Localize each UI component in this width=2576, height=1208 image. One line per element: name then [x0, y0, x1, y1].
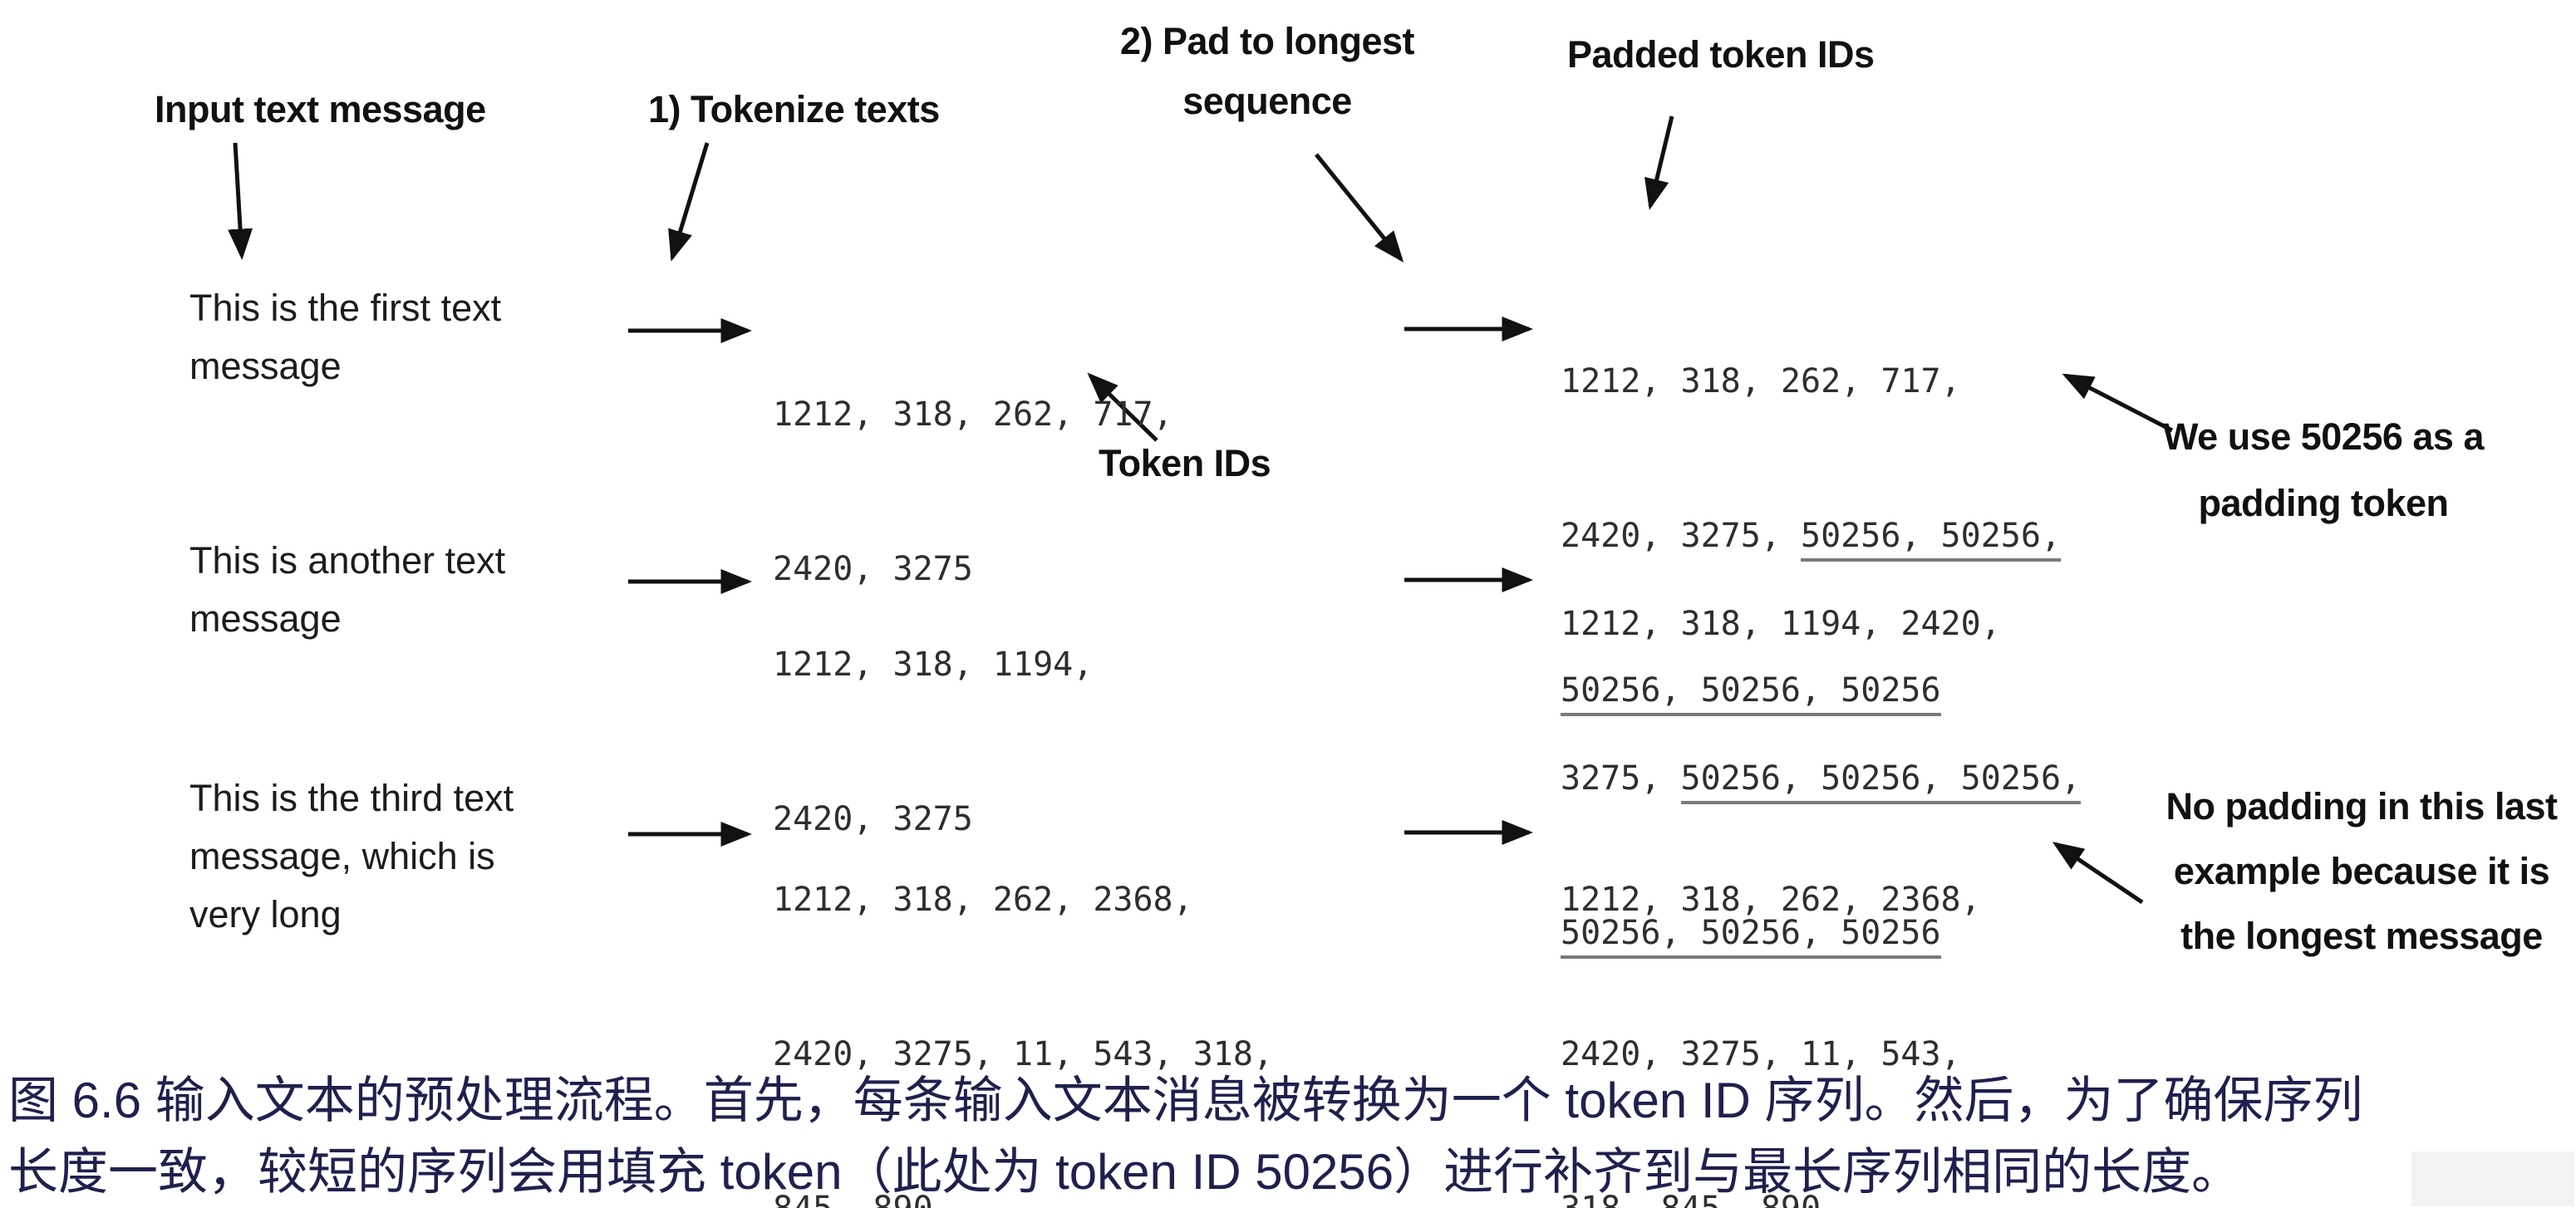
token-ids-2-line1: 1212, 318, 1194,: [773, 646, 1094, 684]
token-ids-1-line2: 2420, 3275: [773, 550, 973, 588]
token-ids-3-line1: 1212, 318, 262, 2368,: [773, 881, 1193, 919]
padding-token-annotation-line1: We use 50256 as a: [2163, 415, 2484, 458]
padded-3-line2: 2420, 3275, 11, 543,: [1561, 1035, 1961, 1073]
input-message-1-line2: message: [189, 345, 342, 387]
padded-token-ids-3: 1212, 318, 262, 2368, 2420, 3275, 11, 54…: [1561, 771, 1981, 1208]
padded-1-line3-padding: 50256, 50256, 50256: [1561, 671, 1941, 716]
padded-token-ids-1: 1212, 318, 262, 717, 2420, 3275, 50256, …: [1561, 253, 2062, 819]
padding-token-annotation-line2: padding token: [2198, 482, 2450, 524]
token-ids-3: 1212, 318, 262, 2368, 2420, 3275, 11, 54…: [773, 771, 1273, 1208]
no-padding-annotation: No padding in this last example because …: [2154, 774, 2569, 969]
arrow-padded-label: [1644, 115, 1674, 210]
input-message-3-line1: This is the third text: [189, 777, 514, 819]
padded-2-line1: 1212, 318, 1194, 2420,: [1561, 598, 2081, 650]
padded-token-ids-2: 1212, 318, 1194, 2420, 3275, 50256, 5025…: [1561, 495, 2082, 1062]
no-padding-annotation-line2: example because it is: [2173, 850, 2550, 892]
input-message-2-line1: This is another text: [189, 539, 506, 582]
arrow-pad-label: [1315, 153, 1404, 263]
padded-2-line3: 50256, 50256, 50256: [1561, 907, 2081, 959]
no-padding-annotation-line3: the longest message: [2180, 915, 2543, 957]
token-ids-annotation: Token IDs: [1099, 442, 1271, 484]
padded-2-line3-padding: 50256, 50256, 50256: [1561, 914, 1941, 959]
token-ids-1-line1: 1212, 318, 262, 717,: [773, 395, 1173, 434]
input-message-1: This is the first text message: [189, 279, 501, 395]
padded-1-line2: 2420, 3275, 50256, 50256,: [1561, 510, 2062, 562]
padded-2-line1-ids: 1212, 318, 1194, 2420,: [1561, 605, 2001, 643]
figure-caption-line2: 长度一致，较短的序列会用填充 token（此处为 token ID 50256）…: [8, 1144, 2242, 1200]
token-ids-2-line2: 2420, 3275: [773, 800, 973, 838]
no-padding-annotation-line1: No padding in this last: [2166, 785, 2559, 827]
label-pad-line2: sequence: [1182, 80, 1352, 122]
padded-3-line1: 1212, 318, 262, 2368,: [1561, 881, 1981, 919]
label-pad-to-longest: 2) Pad to longest sequence: [1105, 12, 1429, 131]
arrow-tokenize-label: [668, 142, 710, 262]
padded-2-line2: 3275, 50256, 50256, 50256,: [1561, 753, 2082, 804]
padded-1-line3: 50256, 50256, 50256: [1561, 665, 2061, 716]
padded-3-line3: 318, 845, 890: [1561, 1183, 1981, 1208]
padded-1-line1-ids: 1212, 318, 262, 717,: [1561, 362, 1961, 400]
token-ids-2: 1212, 318, 1194, 2420, 3275: [773, 536, 1093, 948]
padded-1-line2-ids: 2420, 3275,: [1561, 517, 1801, 555]
figure-caption-line1: 图 6.6 输入文本的预处理流程。首先，每条输入文本消息被转换为一个 token…: [8, 1073, 2363, 1128]
input-message-2: This is another text message: [189, 532, 505, 648]
padded-2-line2-padding: 50256, 50256, 50256,: [1680, 759, 2082, 804]
watermark-box: [2411, 1152, 2574, 1206]
input-message-3: This is the third text message, which is…: [189, 769, 514, 944]
arrow-input-label: [228, 142, 253, 260]
label-tokenize-texts: 1) Tokenize texts: [648, 88, 940, 130]
input-message-1-line1: This is the first text: [189, 287, 502, 329]
label-pad-line1: 2) Pad to longest: [1119, 20, 1415, 62]
label-padded-token-ids: Padded token IDs: [1567, 33, 1875, 76]
token-ids-3-line3: 845, 890: [773, 1183, 1273, 1208]
input-message-3-line3: very long: [189, 893, 342, 935]
padded-1-line1: 1212, 318, 262, 717,: [1561, 356, 2061, 407]
label-input-text-message: Input text message: [155, 88, 486, 130]
token-ids-1: 1212, 318, 262, 717, 2420, 3275: [773, 286, 1173, 698]
padding-token-annotation: We use 50256 as a padding token: [2124, 404, 2523, 537]
input-message-3-line2: message, which is: [189, 835, 495, 877]
padded-1-line2-padding: 50256, 50256,: [1800, 517, 2062, 562]
token-ids-3-line2: 2420, 3275, 11, 543, 318,: [773, 1035, 1274, 1073]
input-message-2-line2: message: [189, 597, 342, 640]
padded-2-line2-ids: 3275,: [1561, 759, 1681, 798]
